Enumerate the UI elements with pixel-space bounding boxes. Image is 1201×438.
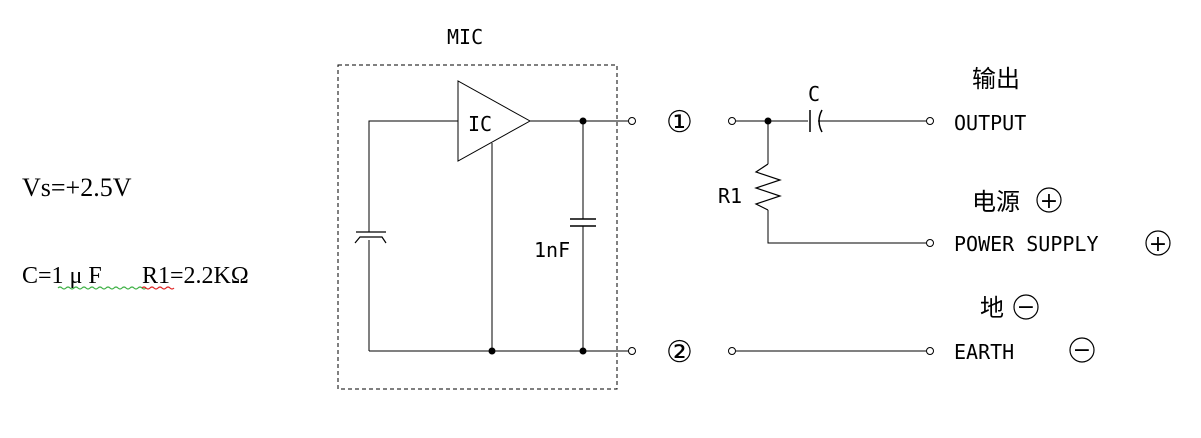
power-en-label: POWER SUPPLY: [954, 232, 1099, 256]
earth-en-label: EARTH: [954, 340, 1014, 364]
terminal-pin2: [628, 347, 636, 355]
earth-cn-label: 地: [980, 294, 1004, 322]
output-cn-label: 输出: [972, 65, 1020, 93]
r1-lead-bottom: [767, 210, 926, 244]
cap-1nf-label: 1nF: [534, 238, 570, 262]
terminal-output-in: [728, 117, 736, 125]
junction-dot: [488, 347, 496, 355]
cap-c-label: C: [808, 82, 820, 106]
terminal-earth-in: [728, 347, 736, 355]
mic-enclosure: [337, 64, 618, 390]
power-cn-label: 电源: [972, 188, 1020, 216]
output-en-label: OUTPUT: [954, 111, 1026, 135]
r1-label: R1: [718, 184, 742, 208]
plus-circle-icon: [1145, 230, 1171, 256]
minus-circle-icon: [1013, 294, 1039, 320]
vs-label: Vs=+2.5V: [22, 173, 132, 202]
pin2-number: ②: [666, 335, 693, 370]
input-wire: [368, 120, 458, 232]
minus-symbol: −: [1073, 338, 1091, 363]
r1-resistor-icon: [754, 163, 782, 211]
squiggle-red: [141, 286, 175, 290]
junction-dot: [579, 347, 587, 355]
terminal-earth: [926, 347, 934, 355]
terminal-output: [926, 117, 934, 125]
c-value-label: C=1 μ F: [22, 263, 102, 289]
ic-label: IC: [468, 112, 492, 136]
capsule-body: [354, 236, 387, 244]
terminal-power: [926, 239, 934, 247]
plus-circle-icon: [1036, 187, 1062, 213]
pin1-number: ①: [666, 105, 693, 140]
terminal-pin1: [628, 117, 636, 125]
minus-circle-icon: [1069, 337, 1095, 363]
mic-title: MIC: [447, 25, 483, 49]
squiggle-green: [57, 286, 147, 290]
r1-value-label: R1=2.2KΩ: [142, 263, 249, 289]
plus-symbol: +: [1149, 232, 1167, 257]
minus-symbol: −: [1017, 295, 1035, 320]
plus-symbol: +: [1040, 189, 1058, 214]
